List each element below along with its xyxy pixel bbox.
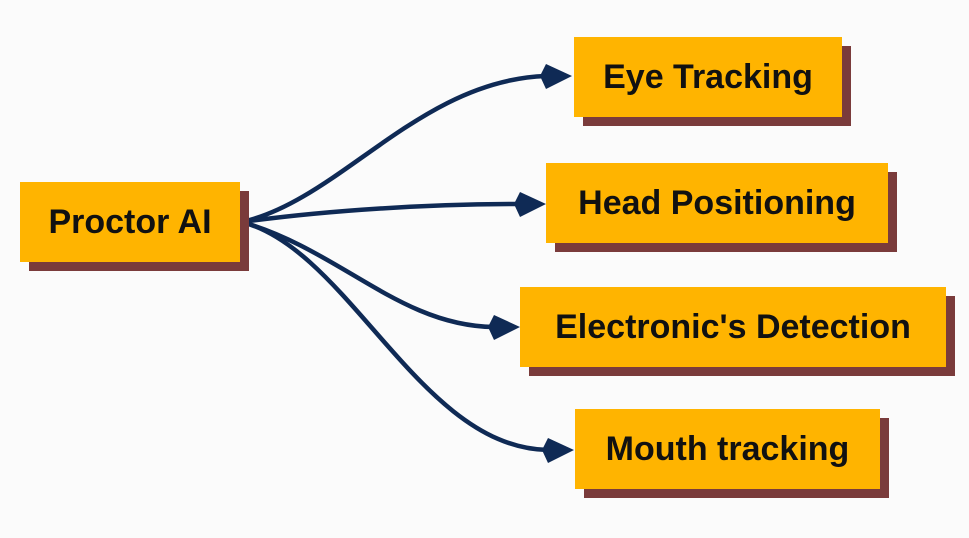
child-node-label: Eye Tracking [603, 57, 813, 96]
connector-eye-tracking [239, 73, 549, 225]
child-node-head-positioning: Head Positioning [546, 163, 888, 243]
arrowhead-mouth-tracking [542, 438, 574, 463]
child-node-electronics-detection: Electronic's Detection [520, 287, 946, 367]
child-node-mouth-tracking: Mouth tracking [575, 409, 880, 489]
connector-electronics-detection [239, 219, 497, 330]
connector-mouth-tracking [239, 219, 551, 453]
arrowhead-head-positioning [514, 192, 546, 217]
arrowhead-electronics-detection [488, 315, 520, 340]
root-node-label: Proctor AI [48, 202, 212, 241]
root-node-proctor-ai: Proctor AI [20, 182, 240, 262]
connector-head-positioning [239, 201, 523, 225]
child-node-label: Electronic's Detection [555, 307, 911, 346]
child-node-label: Mouth tracking [605, 429, 850, 468]
arrowhead-eye-tracking [540, 64, 572, 89]
child-node-eye-tracking: Eye Tracking [574, 37, 842, 117]
child-node-label: Head Positioning [578, 183, 856, 222]
